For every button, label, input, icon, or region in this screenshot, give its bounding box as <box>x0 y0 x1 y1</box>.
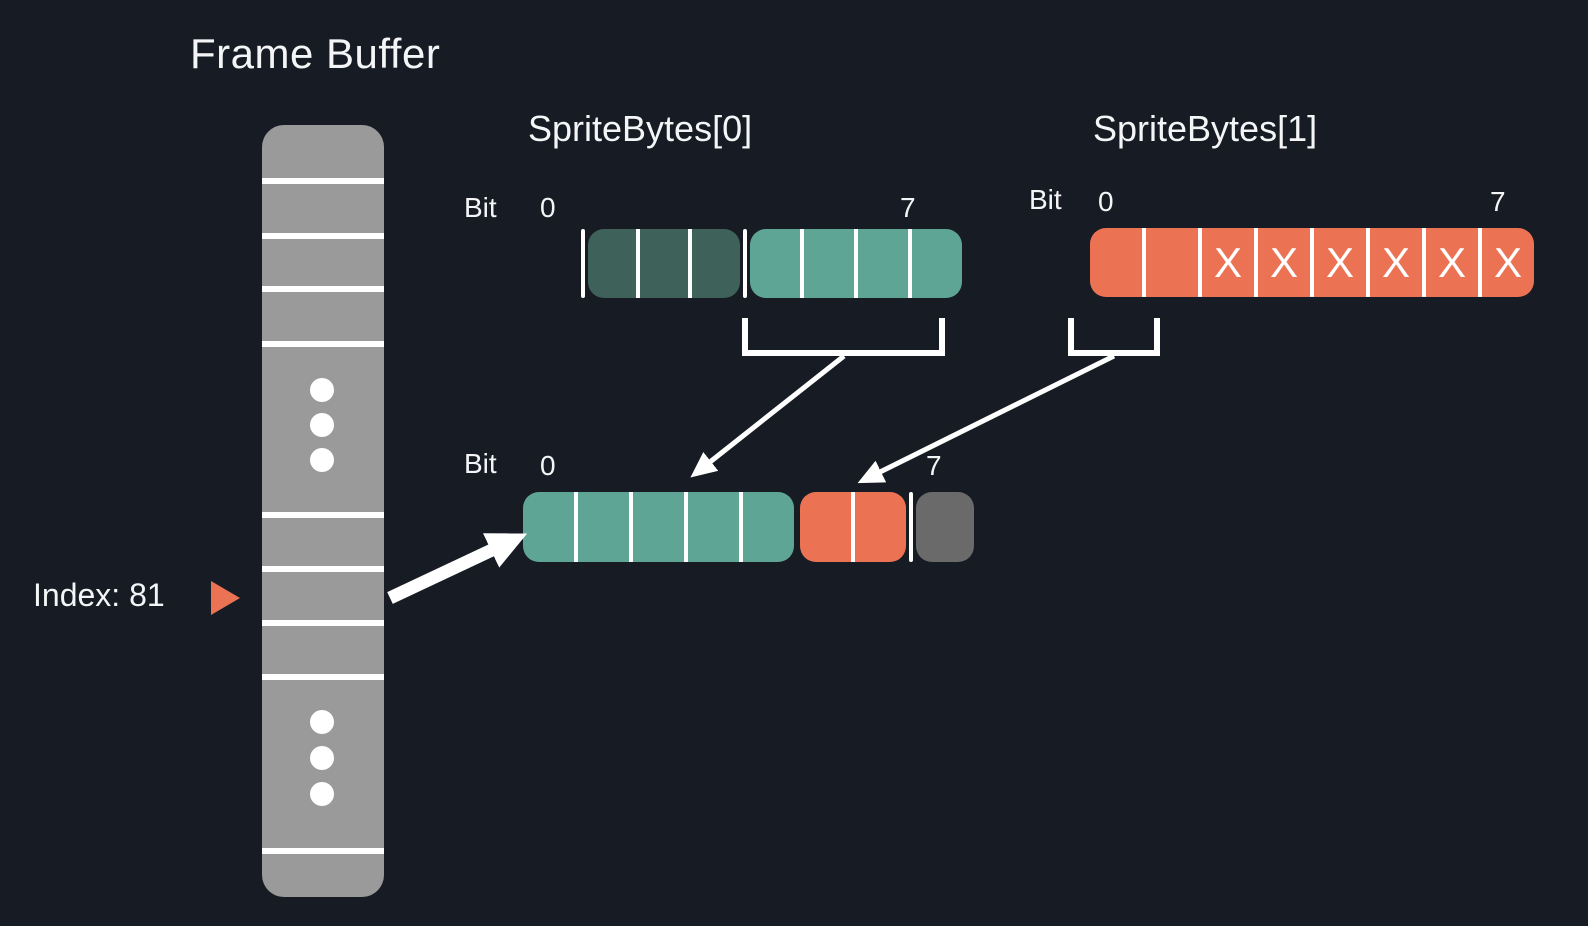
result-bit-first: 0 <box>540 450 556 481</box>
cell-divider <box>629 492 633 562</box>
result-byte-row <box>523 492 974 562</box>
cell-divider <box>684 492 688 562</box>
masked-bit-cell: X <box>1437 238 1466 286</box>
result-bit-label: Bit <box>464 448 497 479</box>
spritebytes0-bit-last: 7 <box>900 192 916 223</box>
ellipsis-dot-icon <box>310 378 334 402</box>
ellipsis-dot-icon <box>310 746 334 770</box>
cell-divider <box>1142 228 1146 297</box>
cell-divider <box>688 229 692 298</box>
cell-divider <box>800 229 804 298</box>
cell-divider <box>1198 228 1202 297</box>
arrow-spritebytes1-to-result <box>857 353 1116 484</box>
bit-cell <box>1090 228 1142 297</box>
cell-divider <box>739 492 743 562</box>
bit-cell <box>916 492 974 562</box>
bit-cell-group <box>750 229 962 298</box>
masked-bit-cell: X <box>1325 238 1354 286</box>
spritebytes0-title: SpriteBytes[0] <box>528 108 753 149</box>
spritebytes0-bit-label: Bit <box>464 192 497 223</box>
frame-buffer-row-divider <box>262 566 384 572</box>
cell-divider <box>908 229 912 298</box>
arrow-spritebytes0-to-result <box>690 354 846 478</box>
cell-divider <box>1366 228 1370 297</box>
masked-bit-cell: X <box>1213 238 1242 286</box>
cell-divider <box>851 492 855 562</box>
arrow-framebuffer-to-result <box>387 533 528 604</box>
index-label: Index: 81 <box>33 577 165 613</box>
masked-bit-cell: X <box>1493 238 1522 286</box>
index-arrow-icon <box>211 581 240 615</box>
cell-divider-tick <box>581 229 585 298</box>
ellipsis-dot-icon <box>310 448 334 472</box>
bit-cell <box>640 229 688 298</box>
bit-cell-group <box>916 492 974 562</box>
frame-buffer-row-divider <box>262 341 384 347</box>
spritebytes1-bit-first: 0 <box>1098 186 1114 217</box>
bit-cell-group <box>588 229 740 298</box>
bit-cell <box>1146 228 1198 297</box>
cell-divider <box>854 229 858 298</box>
masked-bit-cell: X <box>1381 238 1410 286</box>
spritebytes1-bit-label: Bit <box>1029 184 1062 215</box>
bit-cell-group <box>800 492 906 562</box>
frame-buffer-row-divider <box>262 512 384 518</box>
spritebytes1-bit-last: 7 <box>1490 186 1506 217</box>
frame-buffer-row-divider <box>262 674 384 680</box>
frame-buffer-row-divider <box>262 178 384 184</box>
spritebytes0-byte-row <box>531 229 962 298</box>
cell-divider-tick <box>743 229 747 298</box>
bit-cell <box>855 492 906 562</box>
bit-cell <box>523 492 574 562</box>
bit-cell <box>578 492 629 562</box>
frame-buffer-row-divider <box>262 233 384 239</box>
spritebytes0-bit-first: 0 <box>540 192 556 223</box>
bit-cell <box>743 492 794 562</box>
bit-cell <box>633 492 684 562</box>
bit-cell-group <box>523 492 794 562</box>
result-bit-last: 7 <box>926 450 942 481</box>
cell-divider <box>1254 228 1258 297</box>
bit-cell <box>750 229 800 298</box>
frame-buffer-row-divider <box>262 848 384 854</box>
cell-gap <box>531 229 578 298</box>
cell-divider <box>636 229 640 298</box>
bit-cell <box>688 492 739 562</box>
spritebytes1-bracket <box>1068 318 1160 356</box>
cell-divider <box>1310 228 1314 297</box>
frame-buffer-column <box>262 125 384 897</box>
cell-divider <box>1478 228 1482 297</box>
frame-buffer-title: Frame Buffer <box>190 30 441 77</box>
bit-cell <box>588 229 636 298</box>
masked-bit-cell: X <box>1269 238 1298 286</box>
ellipsis-dot-icon <box>310 782 334 806</box>
cell-divider-tick <box>909 492 913 562</box>
ellipsis-dot-icon <box>310 710 334 734</box>
spritebytes0-bracket <box>742 318 945 356</box>
ellipsis-dot-icon <box>310 413 334 437</box>
cell-divider <box>1422 228 1426 297</box>
bit-cell <box>912 229 962 298</box>
spritebytes1-title: SpriteBytes[1] <box>1093 108 1318 149</box>
frame-buffer-row-divider <box>262 286 384 292</box>
bit-cell <box>692 229 740 298</box>
frame-buffer-row-divider <box>262 620 384 626</box>
bit-cell <box>800 492 851 562</box>
bit-cell <box>858 229 908 298</box>
cell-divider <box>574 492 578 562</box>
bit-cell <box>804 229 854 298</box>
